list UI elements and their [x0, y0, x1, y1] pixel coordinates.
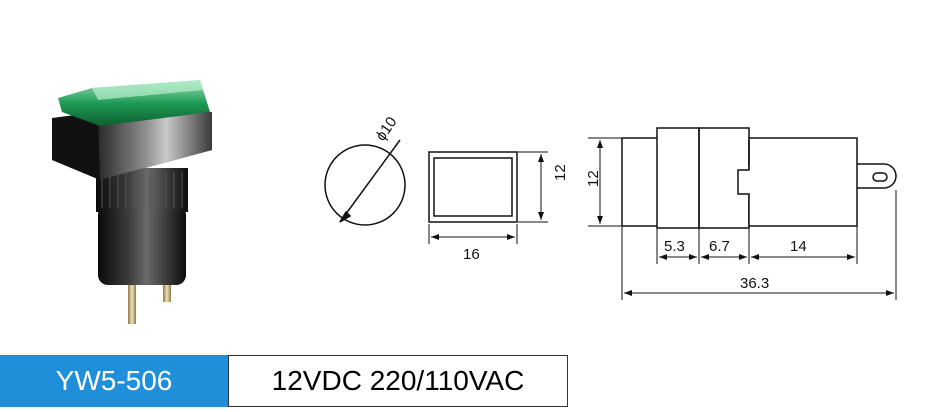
segment-2-label: 6.7 [709, 238, 730, 255]
voltage-spec: 12VDC 220/110VAC [228, 355, 568, 407]
diameter-label: ϕ10 [372, 114, 400, 144]
segment-1-label: 5.3 [664, 238, 685, 255]
side-height-label: 12 [585, 170, 602, 187]
segment-3-label: 14 [790, 238, 807, 255]
front-view [428, 151, 548, 244]
panel-cutout-circle [324, 139, 406, 226]
product-label-bar: YW5-506 12VDC 220/110VAC [0, 355, 568, 407]
model-number: YW5-506 [0, 355, 228, 407]
front-width-label: 16 [463, 246, 480, 263]
side-view [588, 127, 897, 300]
indicator-light-photo [52, 80, 212, 324]
total-length-label: 36.3 [740, 275, 769, 292]
front-height-label: 12 [552, 164, 569, 181]
